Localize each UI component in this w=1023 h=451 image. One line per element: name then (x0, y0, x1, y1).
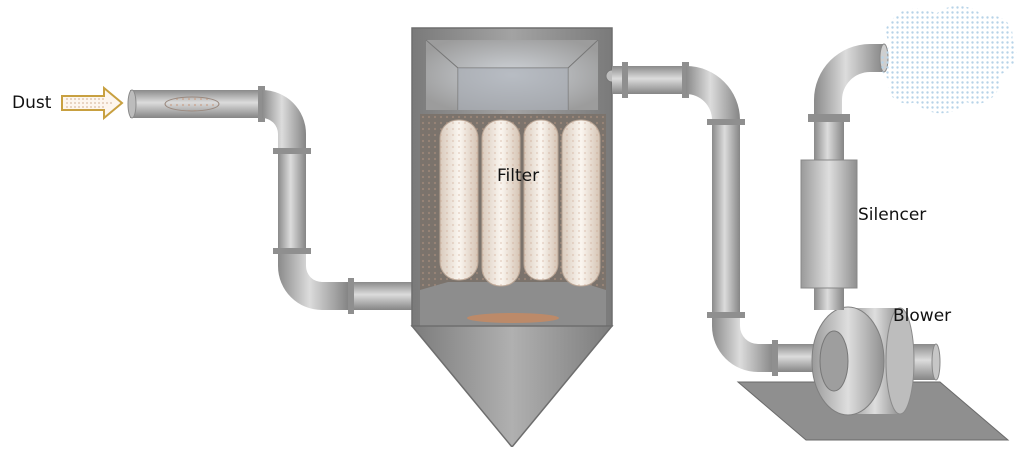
silencer (800, 43, 889, 310)
inlet-pipe (127, 86, 412, 314)
outlet-pipe (612, 62, 826, 376)
filter-bag (523, 119, 559, 281)
filter-bag (481, 119, 521, 287)
filter-bag (439, 119, 479, 281)
hopper (410, 325, 614, 449)
filter-label: Filter (497, 166, 540, 186)
blower (811, 306, 941, 416)
dust-label: Dust (12, 93, 52, 113)
arrow-right-icon (61, 85, 124, 121)
filter-bags (439, 119, 601, 287)
silencer-label: Silencer (858, 205, 927, 225)
cloud-icon (880, 5, 1017, 114)
blower-label: Blower (893, 306, 952, 326)
filter-bag (561, 119, 601, 287)
